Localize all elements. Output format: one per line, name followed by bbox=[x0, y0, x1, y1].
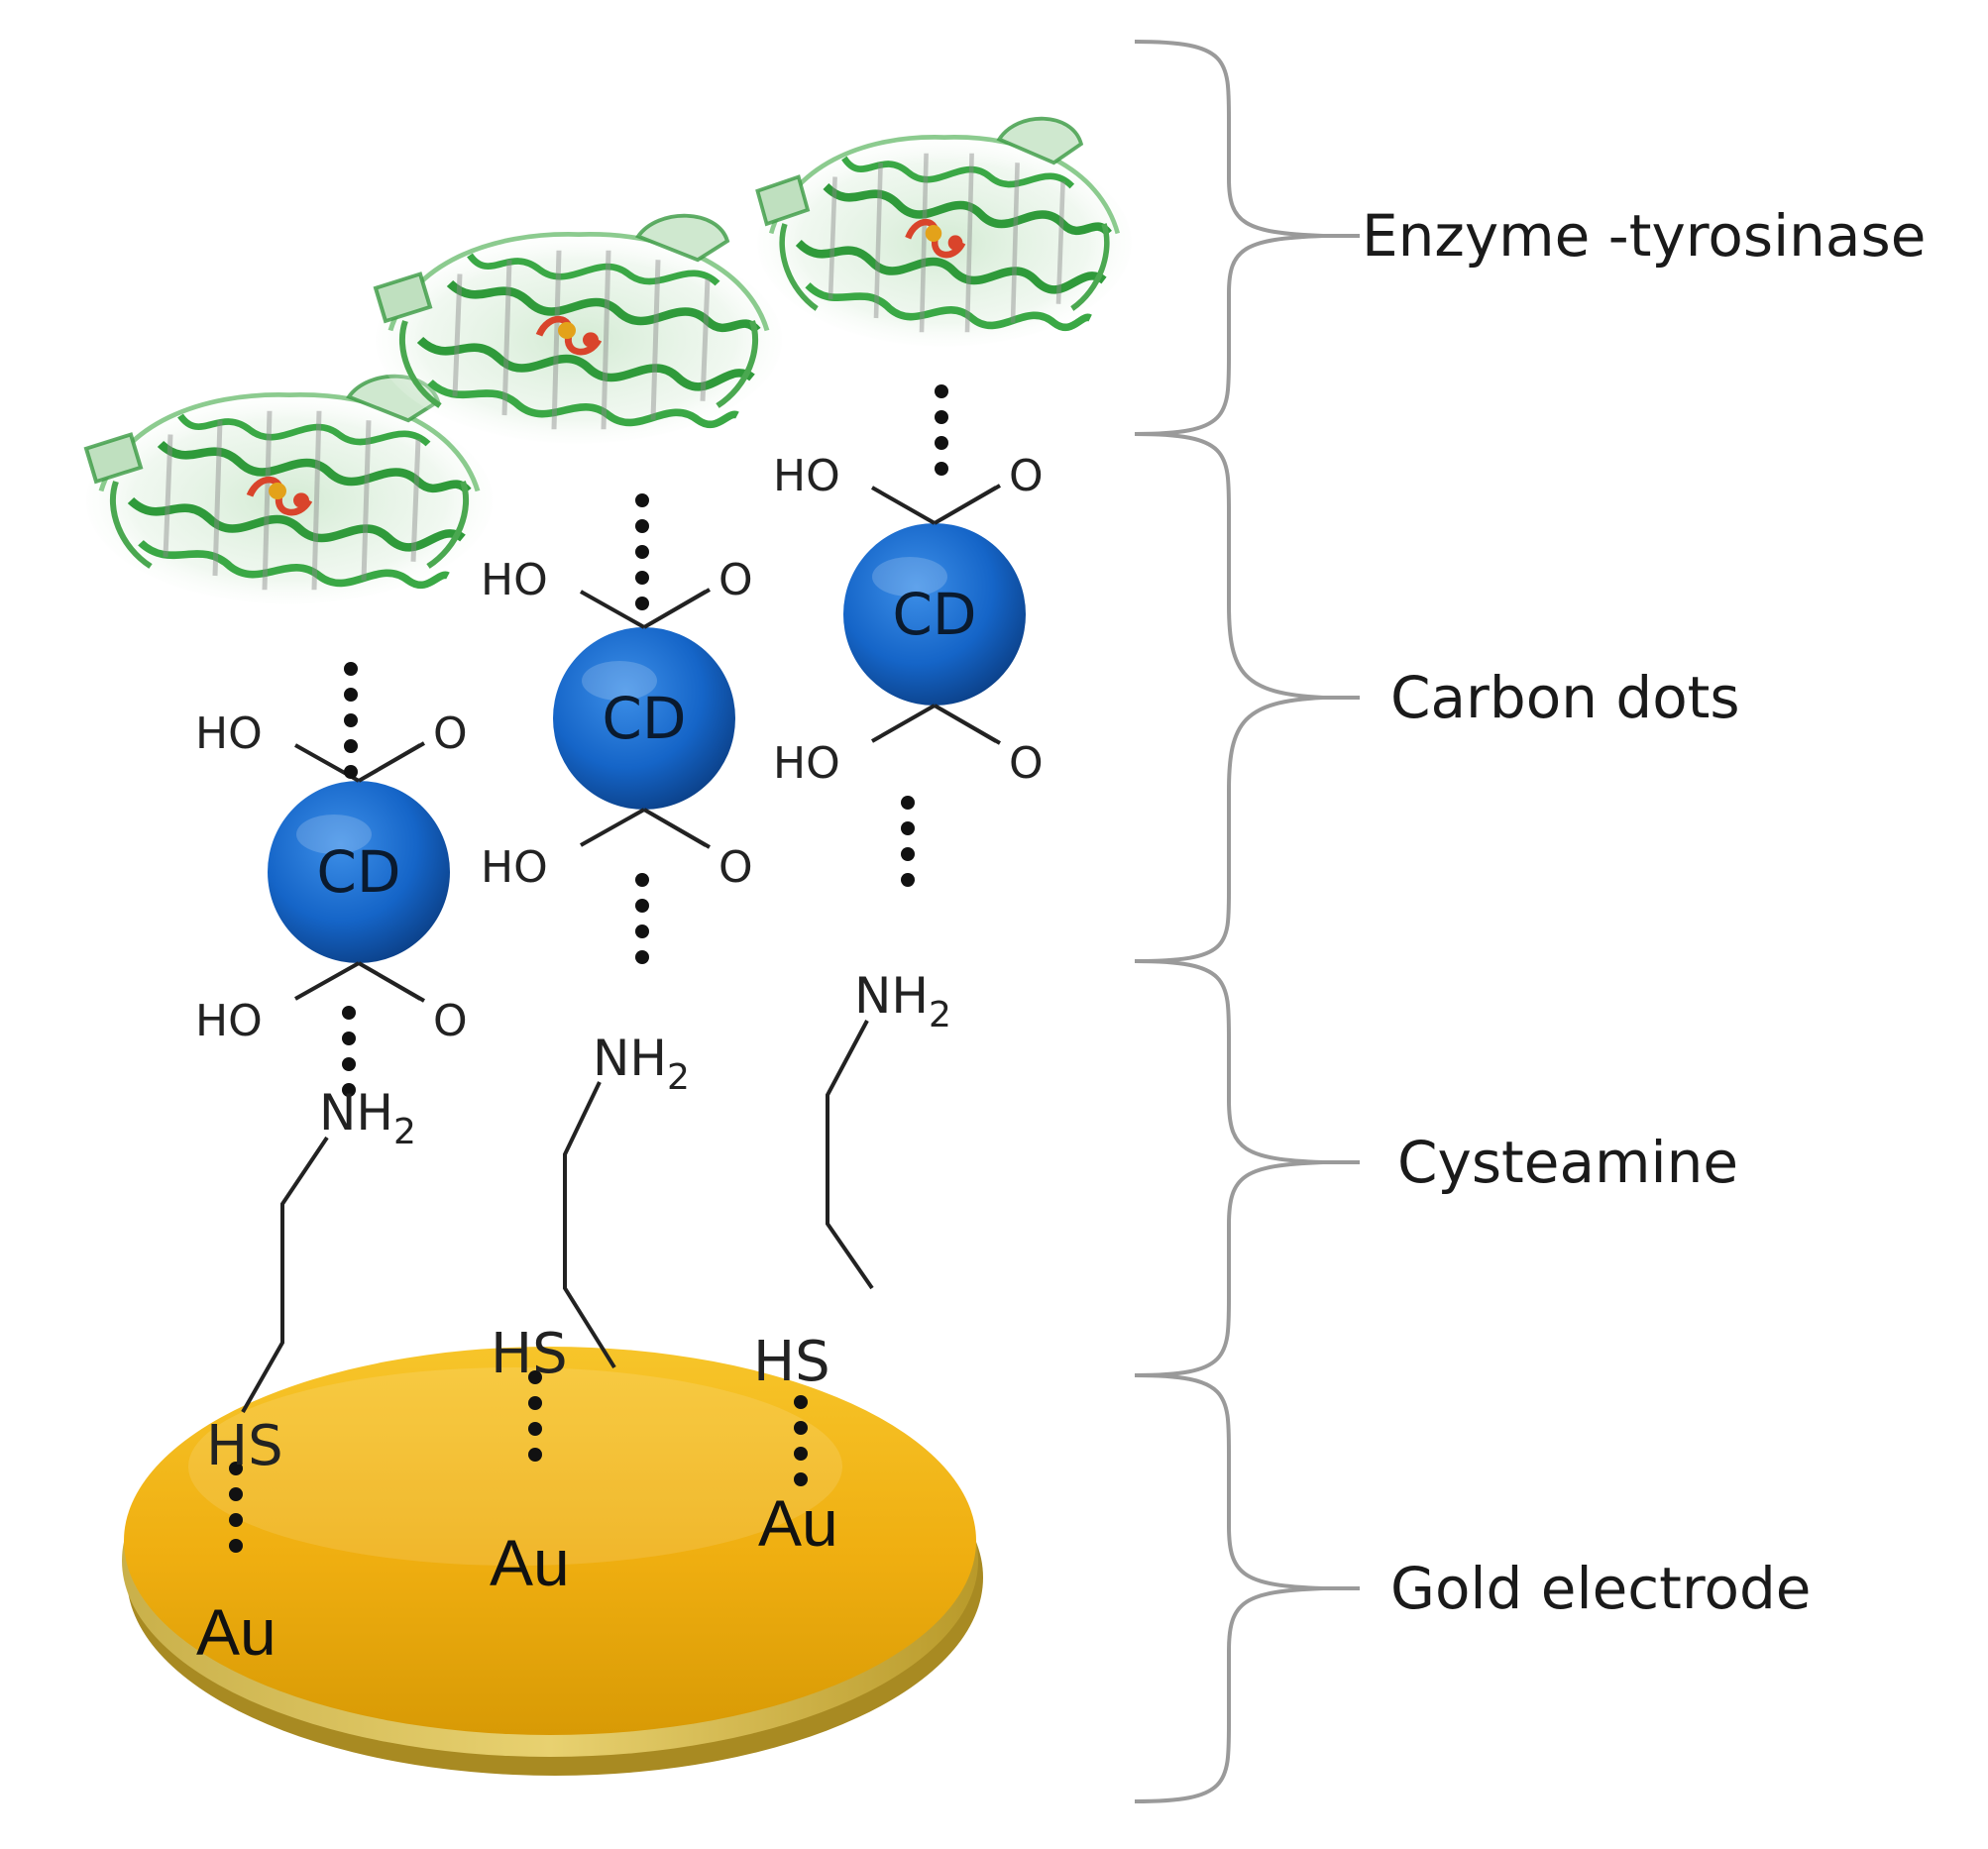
o-label: O bbox=[1009, 738, 1044, 789]
cd-label: CD bbox=[602, 685, 686, 752]
nh2-label: NH2 bbox=[319, 1084, 416, 1152]
ho-label: HO bbox=[195, 996, 263, 1046]
gold-electrode-icon bbox=[122, 1347, 983, 1776]
nh2-label: NH2 bbox=[854, 967, 951, 1035]
enzyme-icon bbox=[86, 119, 1132, 604]
au-label: Au bbox=[758, 1486, 838, 1560]
layer-label-cysteamine: Cysteamine bbox=[1397, 1129, 1738, 1196]
hs-label: HS bbox=[753, 1330, 830, 1394]
ho-label: HO bbox=[481, 555, 548, 605]
au-label: Au bbox=[196, 1595, 276, 1669]
o-label: O bbox=[433, 708, 468, 759]
nh2-label: NH2 bbox=[593, 1030, 690, 1098]
o-label: O bbox=[433, 996, 468, 1046]
cd-label: CD bbox=[892, 581, 976, 648]
o-label: O bbox=[718, 555, 753, 605]
o-label: O bbox=[718, 842, 753, 893]
ho-label: HO bbox=[773, 451, 840, 501]
layer-braces bbox=[1134, 40, 1360, 1803]
au-label: Au bbox=[490, 1526, 570, 1599]
ho-label: HO bbox=[773, 738, 840, 789]
svg-text:NH2: NH2 bbox=[593, 1030, 690, 1098]
layer-label-enzyme: Enzyme -tyrosinase bbox=[1362, 202, 1926, 270]
ho-label: HO bbox=[481, 842, 548, 893]
svg-text:NH2: NH2 bbox=[854, 967, 951, 1035]
carboxyl-bonds bbox=[294, 484, 1001, 1003]
svg-text:NH2: NH2 bbox=[319, 1084, 416, 1152]
o-label: O bbox=[1009, 451, 1044, 501]
hs-label: HS bbox=[491, 1322, 568, 1386]
ho-label: HO bbox=[195, 708, 263, 759]
hs-label: HS bbox=[206, 1414, 283, 1478]
cysteamine-chains bbox=[241, 1020, 874, 1413]
layer-label-gold-electrode: Gold electrode bbox=[1390, 1555, 1811, 1622]
layer-label-carbon-dots: Carbon dots bbox=[1390, 664, 1740, 731]
cd-label: CD bbox=[316, 838, 400, 906]
